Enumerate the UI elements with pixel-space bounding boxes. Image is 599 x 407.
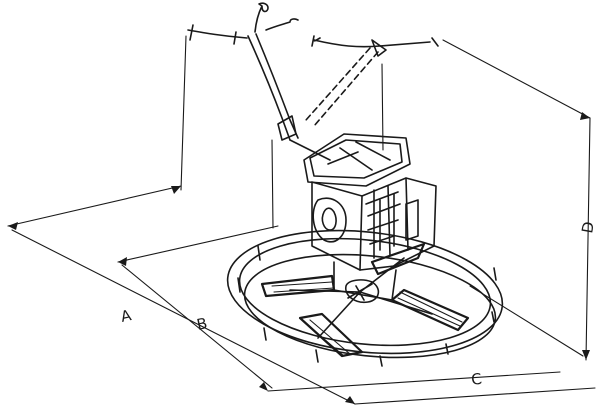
- guard-ring-struts: [237, 245, 497, 367]
- dim-d-vertical: [585, 117, 591, 361]
- dim-c-lower-diagonal: [469, 285, 584, 357]
- engine-guard-rail: [309, 139, 403, 179]
- arrowhead: [8, 222, 18, 230]
- arrowhead: [582, 350, 590, 360]
- handle-right-bracket: [371, 39, 387, 57]
- arrowhead: [345, 396, 355, 404]
- dim-a-top-extension: [7, 185, 182, 227]
- handle-right-short-grip: [265, 18, 299, 31]
- trowel-machine: [187, 2, 504, 367]
- control-linkage: [305, 47, 379, 127]
- blade-arms: [289, 257, 433, 339]
- handle-main-shaft: [247, 33, 299, 141]
- blade-hatching: [271, 281, 463, 357]
- handle-left-grip: [187, 29, 248, 39]
- handle-left-grip-bar: [189, 24, 237, 45]
- arrowhead: [580, 112, 590, 120]
- dim-b-base-extension: [267, 371, 561, 392]
- dimension-label-c: C: [470, 370, 483, 389]
- gearbox-housing: [333, 261, 397, 301]
- handle-centre-reference-line: [271, 139, 274, 229]
- engine-guard-cross: [327, 141, 391, 171]
- handle-right-reference-line: [381, 63, 384, 151]
- trowel-blade: [390, 288, 470, 332]
- engine-detail-lines: [365, 185, 401, 259]
- engine-guard-top: [303, 133, 411, 187]
- gearbox-hub: [345, 279, 380, 304]
- trowel-blade: [260, 274, 336, 298]
- engine-block: [311, 181, 363, 271]
- dim-b-top-extension: [117, 225, 279, 263]
- dim-c-upper-diagonal: [442, 39, 591, 119]
- dim-b-left-diagonal: [121, 264, 273, 389]
- linkage-lower-rod: [289, 139, 331, 161]
- dimension-label-a: A: [119, 306, 134, 326]
- arrowhead: [118, 257, 127, 266]
- engine-flywheel-inner: [321, 207, 337, 231]
- dimension-label-b: B: [195, 314, 209, 334]
- trowel-blade: [370, 242, 426, 276]
- dimension-arrowheads: [8, 112, 590, 404]
- dimension-labels: A B C D: [119, 220, 598, 389]
- guard-ring-inner: [238, 237, 492, 347]
- handle-right-arm-grip: [311, 35, 439, 47]
- dimension-lines: [7, 35, 596, 405]
- dimension-label-d: D: [578, 220, 598, 235]
- arrowhead: [259, 382, 268, 391]
- handle-shaft-collar: [277, 115, 297, 141]
- engine-flywheel: [312, 197, 347, 243]
- engine-side-panel: [359, 177, 437, 271]
- dim-a-left-diagonal: [11, 229, 356, 405]
- handle-left-reference-line: [180, 35, 187, 191]
- handle-top-knob: [254, 2, 269, 33]
- trowel-blade: [298, 312, 364, 358]
- dim-a-base-extension: [354, 387, 596, 405]
- guard-ring-lower: [243, 253, 497, 359]
- arrowhead: [171, 186, 181, 194]
